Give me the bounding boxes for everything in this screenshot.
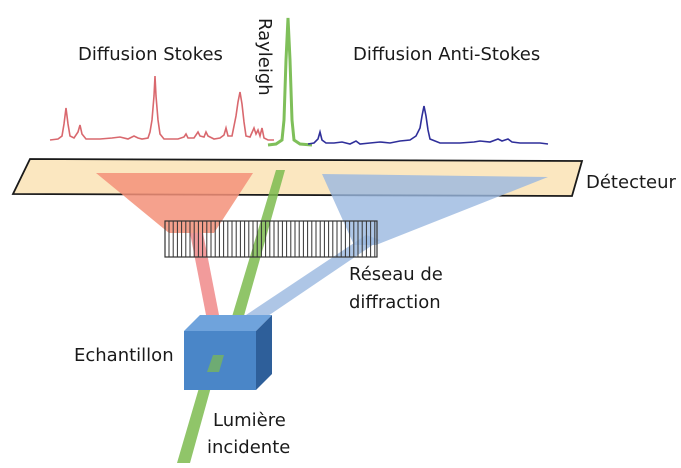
incident-light-label-line1: Lumière <box>213 410 286 431</box>
incident-beam-front <box>207 355 224 372</box>
grating-label-line1: Réseau de <box>349 264 443 285</box>
anti-stokes-beam <box>246 235 380 320</box>
stokes-label: Diffusion Stokes <box>78 44 223 65</box>
anti-stokes-spectrum <box>307 105 549 145</box>
rayleigh-label: Rayleigh <box>254 18 275 96</box>
grating-label-line2: diffraction <box>349 292 441 313</box>
incident-beam-upper <box>228 170 285 330</box>
stokes-beam <box>190 233 220 320</box>
diffraction-grating <box>164 220 378 258</box>
stokes-spectrum <box>49 75 274 141</box>
sample-label: Echantillon <box>74 345 174 366</box>
incident-light-label-line2: incidente <box>207 437 291 458</box>
rayleigh-spectrum <box>267 17 313 147</box>
sample-cube <box>184 315 272 390</box>
anti-stokes-cone-top <box>322 174 548 245</box>
stokes-cone-top <box>96 173 253 233</box>
anti-stokes-label: Diffusion Anti-Stokes <box>353 44 541 65</box>
detector-label: Détecteur <box>586 172 676 193</box>
